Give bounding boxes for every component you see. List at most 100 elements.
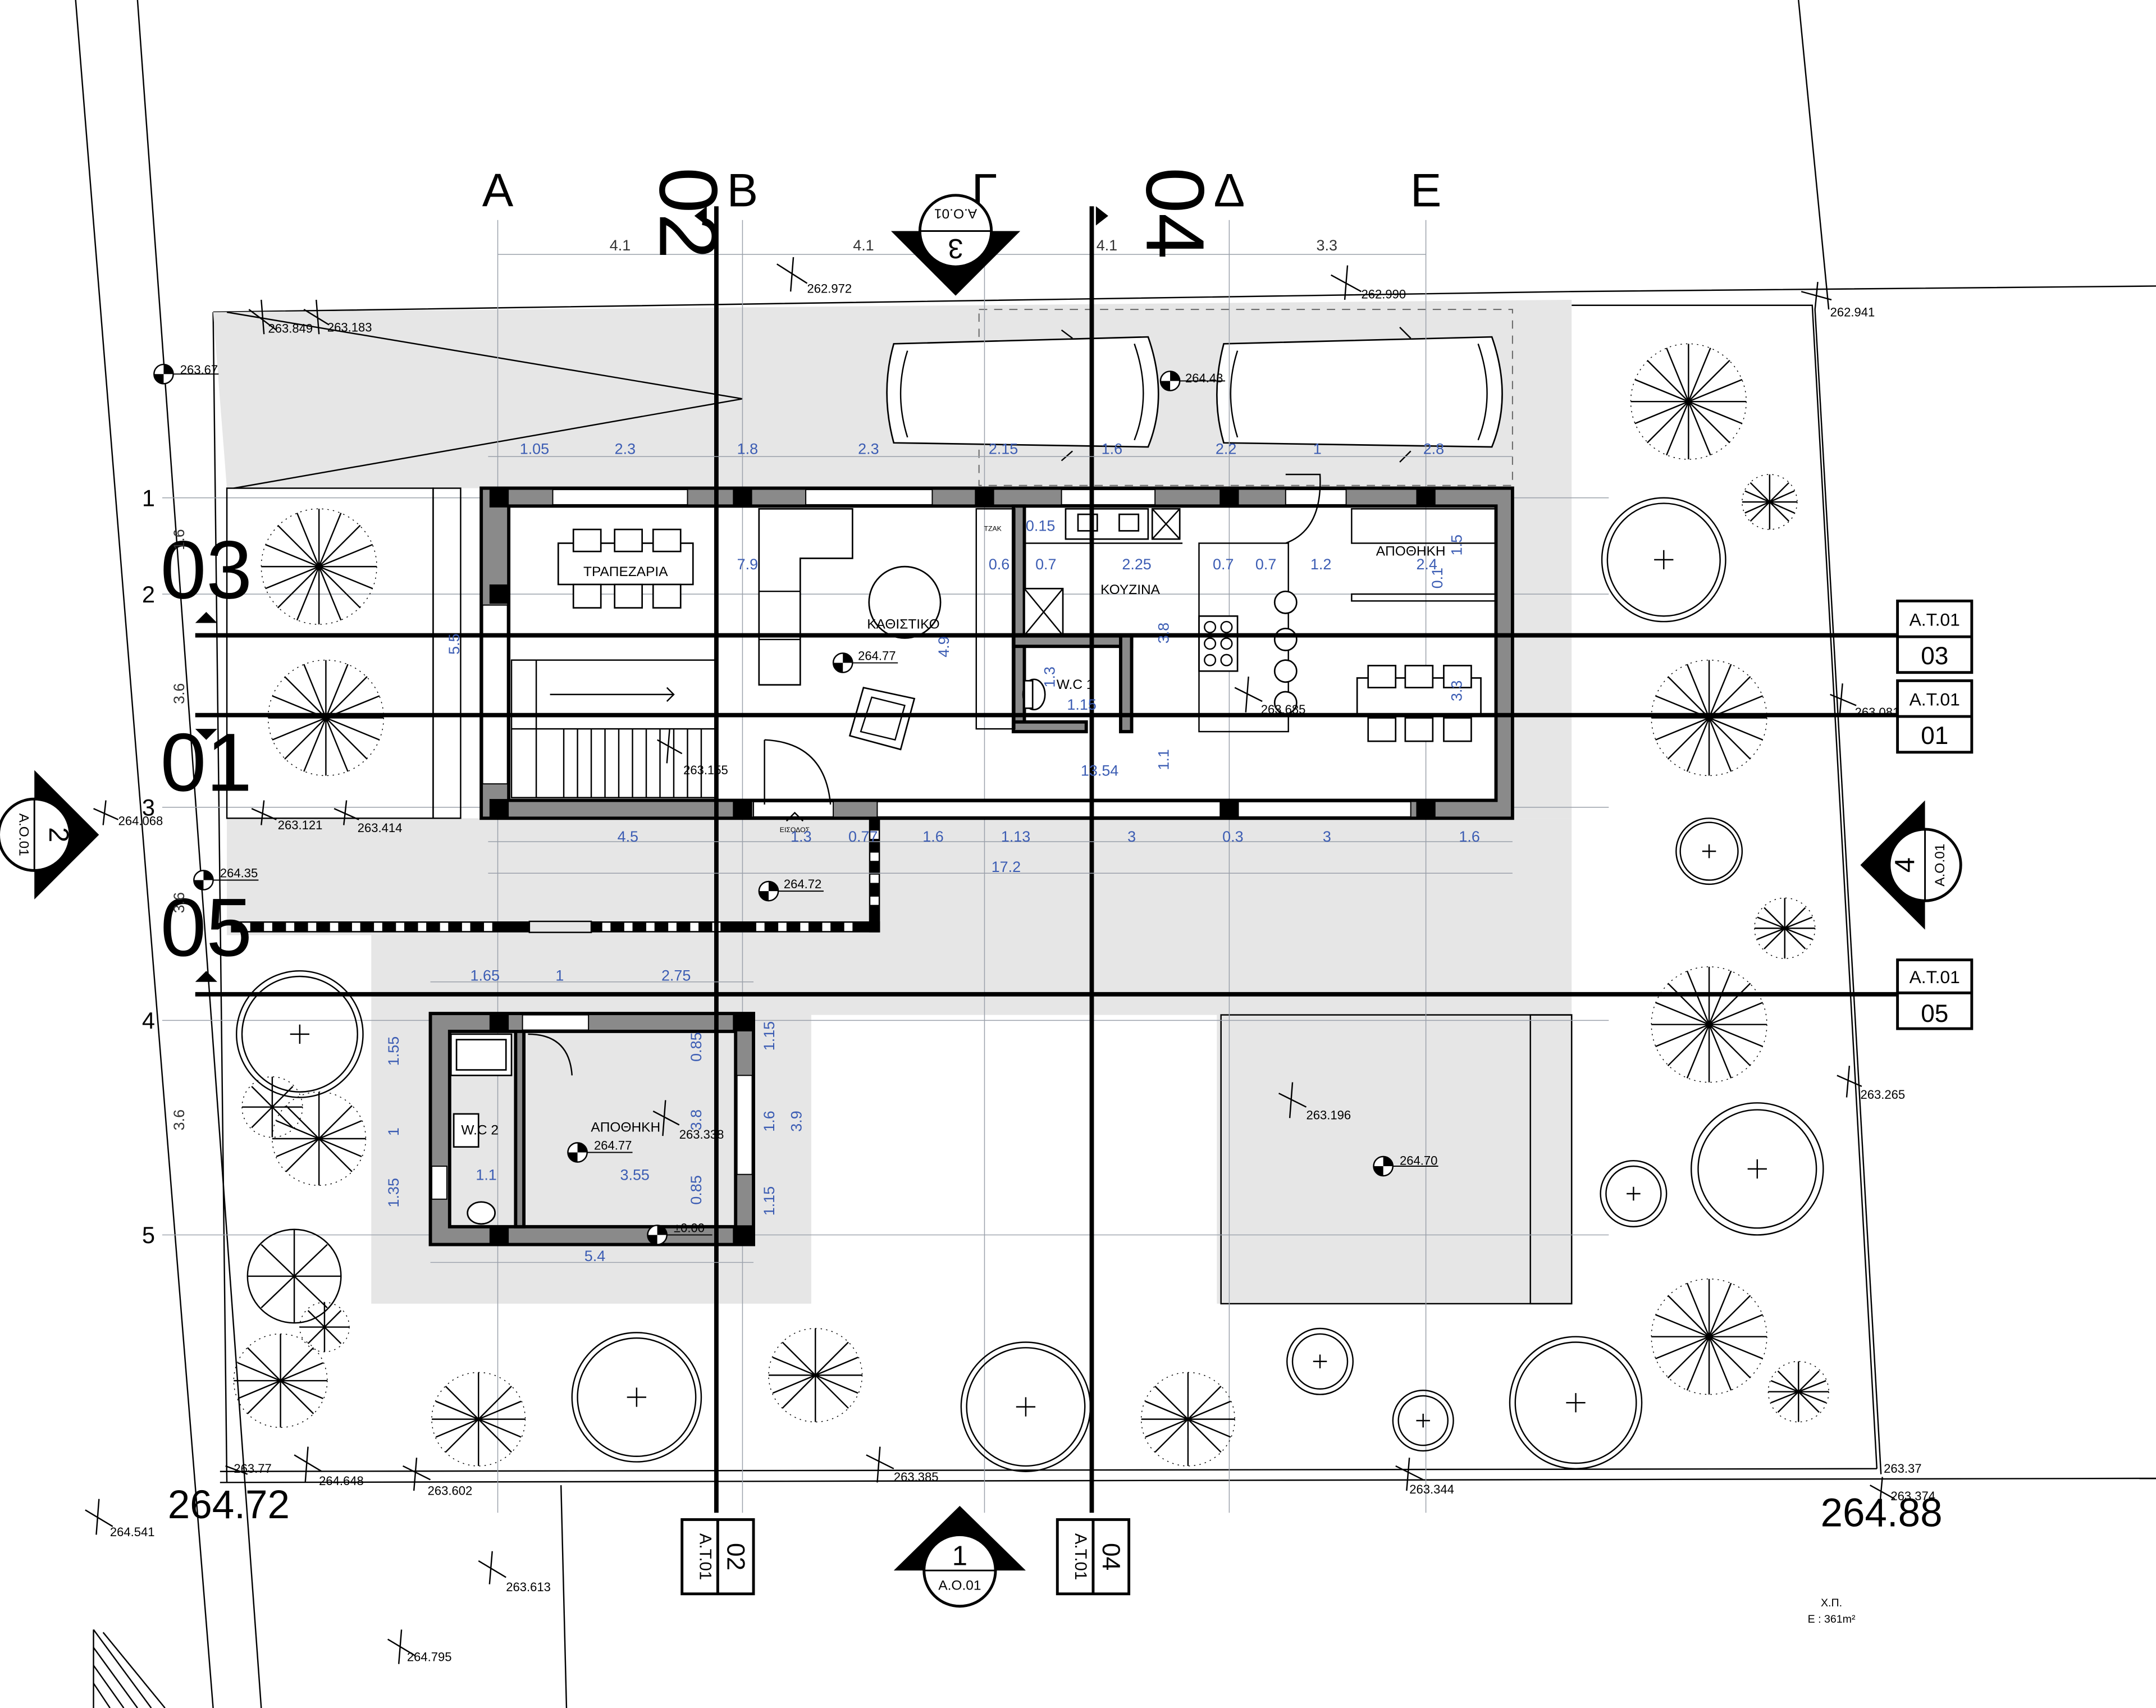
dim-i-33: 1.6 bbox=[922, 828, 943, 845]
tree-conifer bbox=[299, 1301, 350, 1353]
tag-05-ref: Α.Τ.01 bbox=[1910, 967, 1960, 987]
elevation-marker-2: 2 Α.Ο.01 bbox=[0, 770, 99, 899]
marker-4-num: 4 bbox=[1890, 857, 1920, 873]
section-label-01: 01 bbox=[161, 716, 252, 809]
dim-i-18: 0.7 bbox=[1213, 556, 1234, 573]
level-living: 264.77 bbox=[858, 649, 896, 663]
dim-i-35: 3 bbox=[1127, 828, 1136, 845]
dim-i-50: 3.8 bbox=[688, 1109, 705, 1130]
marker-2-ref: Α.Ο.01 bbox=[16, 814, 31, 856]
dim-i-32: 0.77 bbox=[848, 828, 878, 845]
spot-18: 263.344 bbox=[1409, 1482, 1454, 1496]
dim-i-44: 1 bbox=[385, 1127, 402, 1136]
dim-i-8: 2.8 bbox=[1423, 440, 1444, 457]
section-tag-04: Α.Τ.01 04 bbox=[1056, 1518, 1131, 1596]
tree-conifer bbox=[431, 1372, 526, 1467]
dim-i-29: 3.8 bbox=[1155, 623, 1172, 643]
grid-row-1: 1 bbox=[142, 485, 155, 511]
dim-i-0: 1.05 bbox=[520, 440, 549, 457]
spot-9: 263.685 bbox=[1261, 702, 1306, 716]
main-house bbox=[226, 486, 1514, 820]
dim-i-2: 1.8 bbox=[737, 440, 758, 457]
tag-04-num: 04 bbox=[1097, 1543, 1125, 1570]
dim-i-39: 17.2 bbox=[992, 858, 1021, 875]
dim-top-3: 4.1 bbox=[1097, 237, 1117, 254]
fences bbox=[231, 819, 880, 933]
dim-i-34: 1.13 bbox=[1001, 828, 1030, 845]
spot-5: 263.121 bbox=[278, 818, 323, 832]
dim-i-6: 2.2 bbox=[1216, 440, 1236, 457]
tag-05-num: 05 bbox=[1921, 1000, 1948, 1027]
dim-i-14: 0.15 bbox=[1026, 517, 1055, 534]
tree-conifer bbox=[1742, 474, 1798, 530]
room-storage-main: ΑΠΟΘΗΚΗ bbox=[1376, 544, 1446, 559]
dim-i-46: 1.1 bbox=[476, 1166, 496, 1183]
room-kitchen: ΚΟΥΖΙΝΑ bbox=[1100, 582, 1161, 597]
level-side: 264.35 bbox=[220, 866, 258, 880]
interior-dimensions: 1.05 2.3 1.8 2.3 2.15 1.6 2.2 1 2.8 1.6 … bbox=[171, 440, 1513, 1264]
tree-conifer bbox=[1651, 659, 1767, 777]
dim-i-49: 0.85 bbox=[688, 1175, 705, 1204]
dim-i-9: 1.6 bbox=[171, 529, 188, 550]
section-label-03: 03 bbox=[161, 524, 252, 616]
plot-label: Χ.Π. bbox=[1821, 1597, 1842, 1609]
dim-i-43: 1.55 bbox=[385, 1036, 402, 1066]
section-label-05: 05 bbox=[161, 882, 252, 974]
dim-i-38: 1.6 bbox=[1459, 828, 1479, 845]
level-zero: ±0.00 bbox=[674, 1221, 705, 1235]
spot-14: 263.77 bbox=[234, 1462, 271, 1476]
level-top-left: 263.67 bbox=[180, 363, 218, 377]
spot-4: 263.183 bbox=[327, 320, 372, 334]
dim-i-10: 5.5 bbox=[446, 633, 463, 654]
spot-0: 262.972 bbox=[807, 282, 852, 296]
dim-i-37: 3 bbox=[1323, 828, 1331, 845]
spot-levels: 262.972 262.990 262.941 263.849 263.183 … bbox=[85, 257, 1935, 1664]
dim-i-4: 2.15 bbox=[989, 440, 1018, 457]
grid-col-b: Β bbox=[727, 164, 759, 216]
annex bbox=[428, 1012, 755, 1246]
dim-i-24: 3.3 bbox=[1448, 681, 1465, 701]
dim-i-19: 0.7 bbox=[1255, 556, 1276, 573]
dim-i-13: 4.9 bbox=[935, 636, 952, 657]
tag-04-ref: Α.Τ.01 bbox=[1071, 1533, 1090, 1580]
dim-side-3: 3.6 bbox=[171, 1109, 188, 1130]
tree-conifer bbox=[1140, 1372, 1235, 1467]
spot-7: 264.068 bbox=[118, 814, 163, 828]
spot-21: 264.541 bbox=[110, 1525, 155, 1539]
dim-i-42: 2.75 bbox=[661, 967, 691, 984]
dim-i-22: 1.5 bbox=[1448, 535, 1465, 555]
level-annex: 264.77 bbox=[594, 1139, 632, 1153]
grid-row-5: 5 bbox=[142, 1222, 155, 1248]
dim-i-51: 1.15 bbox=[761, 1021, 778, 1051]
section-tag-05: Α.Τ.01 05 bbox=[1896, 958, 1974, 1030]
room-storage-small: ΤΖΑΚ bbox=[984, 524, 1002, 532]
tree-conifer bbox=[233, 1333, 328, 1428]
tree-conifer bbox=[1767, 1361, 1829, 1423]
room-labels: ΤΡΑΠΕΖΑΡΙΑ ΚΑΘΙΣΤΙΚΟ ΚΟΥΖΙΝΑ ΑΠΟΘΗΚΗ W.C… bbox=[461, 524, 1445, 1138]
dim-i-12: 7.9 bbox=[737, 556, 758, 573]
dim-i-52: 1.6 bbox=[761, 1111, 778, 1131]
dim-i-55: 5.4 bbox=[584, 1248, 605, 1264]
room-living: ΚΑΘΙΣΤΙΚΟ bbox=[867, 616, 940, 632]
dim-i-17: 2.25 bbox=[1122, 556, 1151, 573]
level-yard: 264.70 bbox=[1400, 1154, 1437, 1168]
dim-i-31: 1.3 bbox=[791, 828, 811, 845]
spot-17: 263.385 bbox=[894, 1470, 939, 1484]
section-tag-03: Α.Τ.01 03 bbox=[1896, 599, 1974, 674]
spot-10: 263.081 bbox=[1855, 705, 1900, 719]
tag-03-num: 03 bbox=[1921, 642, 1948, 670]
room-entrance: ΕΙΣΟΔΟΣ bbox=[780, 826, 810, 834]
hatched-corner bbox=[93, 1629, 166, 1708]
plot-area: Ε : 361m² bbox=[1808, 1613, 1856, 1625]
tree-conifer bbox=[272, 1091, 367, 1186]
elevation-marker-4: 4 Α.Ο.01 bbox=[1860, 800, 1962, 930]
dim-i-36: 0.3 bbox=[1222, 828, 1243, 845]
spot-16: 263.602 bbox=[428, 1483, 473, 1497]
spot-15: 264.648 bbox=[319, 1474, 364, 1488]
spot-19: 263.37 bbox=[1884, 1462, 1921, 1476]
structural-grid: Α Β Γ Δ Ε 1 2 3 4 5 bbox=[142, 164, 1609, 1513]
tag-02-num: 02 bbox=[722, 1543, 750, 1570]
section-tag-02: Α.Τ.01 02 bbox=[680, 1518, 755, 1596]
furniture bbox=[510, 473, 1497, 805]
